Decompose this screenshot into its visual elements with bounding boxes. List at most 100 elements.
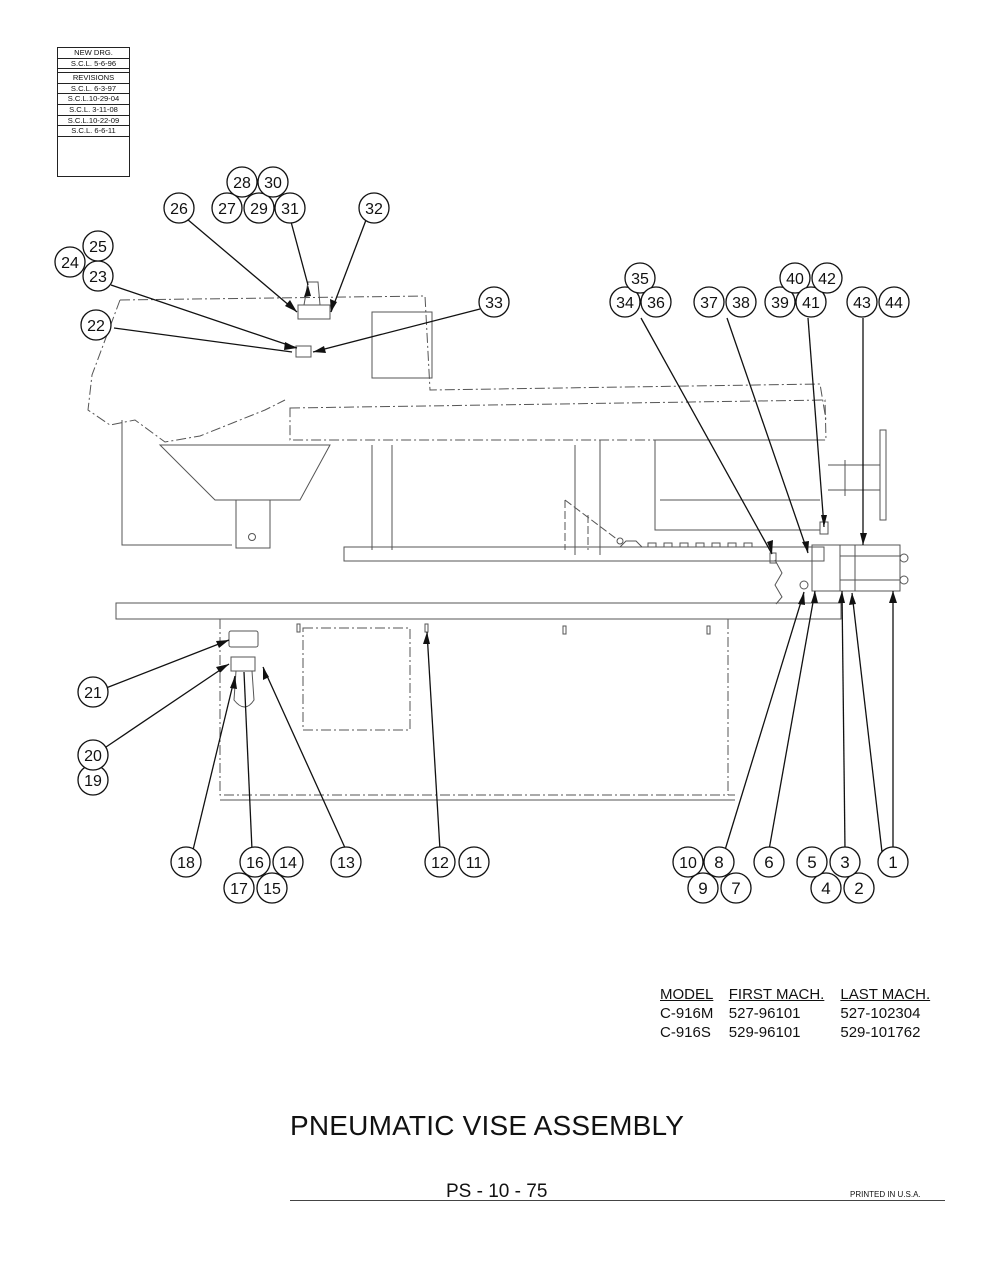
callout-20: 20 [77, 739, 109, 771]
callout-18: 18 [170, 846, 202, 878]
callout-label: 29 [250, 201, 268, 218]
callout-label: 44 [885, 295, 903, 312]
printed-in-usa: PRINTED IN U.S.A. [850, 1190, 921, 1199]
callout-37: 37 [693, 286, 725, 318]
revision-entry: S.C.L. 6-6-11 [58, 126, 129, 137]
callout-label: 14 [279, 855, 297, 872]
callout-2: 2 [843, 872, 875, 904]
callout-label: 41 [802, 295, 820, 312]
callout-label: 2 [854, 879, 863, 898]
callout-10: 10 [672, 846, 704, 878]
callout-38: 38 [725, 286, 757, 318]
callout-label: 25 [89, 239, 107, 256]
callout-label: 33 [485, 295, 503, 312]
callout-label: 19 [84, 773, 102, 790]
last-mach-cell: 529-101762 [840, 1024, 921, 1041]
callout-label: 6 [764, 853, 773, 872]
callout-label: 21 [84, 685, 102, 702]
callout-36: 36 [640, 286, 672, 318]
page-number: PS - 10 - 75 [446, 1181, 548, 1202]
callout-27: 27 [211, 192, 243, 224]
revisions-label: REVISIONS [58, 73, 129, 84]
callout-1: 1 [877, 846, 909, 878]
callout-8: 8 [703, 846, 735, 878]
callout-41: 41 [795, 286, 827, 318]
callout-22: 22 [80, 309, 112, 341]
callout-label: 34 [616, 295, 634, 312]
callout-43: 43 [846, 286, 878, 318]
revision-entry: S.C.L. 3-11-08 [58, 105, 129, 116]
table-row: C-916S 529-96101 529-101762 [660, 1023, 950, 1042]
last-mach-cell: 527-102304 [840, 1005, 921, 1022]
callout-group: 1234567891011121314151617181920212223242… [54, 166, 910, 904]
callout-label: 39 [771, 295, 789, 312]
callout-label: 28 [233, 175, 251, 192]
table-row: C-916M 527-96101 527-102304 [660, 1004, 950, 1023]
header-first-mach: FIRST MACH. [728, 986, 825, 1003]
callout-33: 33 [478, 286, 510, 318]
callout-3: 3 [829, 846, 861, 878]
model-cell: C-916M [660, 1005, 714, 1022]
drawing-title: PNEUMATIC VISE ASSEMBLY [290, 1110, 685, 1141]
callout-25: 25 [82, 230, 114, 262]
callout-7: 7 [720, 872, 752, 904]
callout-17: 17 [223, 872, 255, 904]
callout-26: 26 [163, 192, 195, 224]
callout-label: 12 [431, 855, 449, 872]
callout-label: 22 [87, 318, 105, 335]
callout-label: 1 [888, 853, 897, 872]
callout-29: 29 [243, 192, 275, 224]
callout-24: 24 [54, 246, 86, 278]
callout-label: 9 [698, 879, 707, 898]
first-mach-cell: 529-96101 [728, 1024, 801, 1041]
callout-42: 42 [811, 262, 843, 294]
callout-label: 16 [246, 855, 264, 872]
callout-label: 10 [679, 855, 697, 872]
callout-39: 39 [764, 286, 796, 318]
callout-label: 27 [218, 201, 236, 218]
callout-15: 15 [256, 872, 288, 904]
callout-label: 23 [89, 269, 107, 286]
callout-30: 30 [257, 166, 289, 198]
new-drawing-label: NEW DRG. [58, 48, 129, 59]
callout-label: 7 [731, 879, 740, 898]
callout-6: 6 [753, 846, 785, 878]
callout-label: 24 [61, 255, 79, 272]
model-table-header: MODEL FIRST MACH. LAST MACH. [660, 985, 950, 1004]
callout-28: 28 [226, 166, 258, 198]
callout-label: 17 [230, 881, 248, 898]
header-last-mach: LAST MACH. [840, 986, 931, 1003]
revision-entry: S.C.L.10-29-04 [58, 94, 129, 105]
callout-label: 26 [170, 201, 188, 218]
revision-entry: S.C.L.10-22-09 [58, 116, 129, 127]
model-cell: C-916S [660, 1024, 711, 1041]
header-model: MODEL [660, 986, 714, 1003]
callout-21: 21 [77, 676, 109, 708]
callout-label: 15 [263, 881, 281, 898]
callout-34: 34 [609, 286, 641, 318]
callout-11: 11 [458, 846, 490, 878]
callout-label: 36 [647, 295, 665, 312]
callout-23: 23 [82, 260, 114, 292]
callout-label: 37 [700, 295, 718, 312]
callout-label: 42 [818, 271, 836, 288]
callout-label: 18 [177, 855, 195, 872]
callout-label: 30 [264, 175, 282, 192]
callout-9: 9 [687, 872, 719, 904]
revision-entry: S.C.L. 6-3-97 [58, 84, 129, 95]
callout-label: 20 [84, 748, 102, 765]
revision-block: NEW DRG. S.C.L. 5-6-96 REVISIONS S.C.L. … [57, 47, 130, 177]
callout-label: 8 [714, 853, 723, 872]
callout-label: 43 [853, 295, 871, 312]
callout-35: 35 [624, 262, 656, 294]
model-table: MODEL FIRST MACH. LAST MACH. C-916M 527-… [660, 985, 950, 1042]
callout-label: 38 [732, 295, 750, 312]
callout-label: 31 [281, 201, 299, 218]
callout-32: 32 [358, 192, 390, 224]
callout-label: 3 [840, 853, 849, 872]
first-mach-cell: 527-96101 [728, 1005, 801, 1022]
new-drawing-date: S.C.L. 5-6-96 [58, 59, 129, 70]
callout-label: 11 [466, 855, 483, 872]
callout-13: 13 [330, 846, 362, 878]
